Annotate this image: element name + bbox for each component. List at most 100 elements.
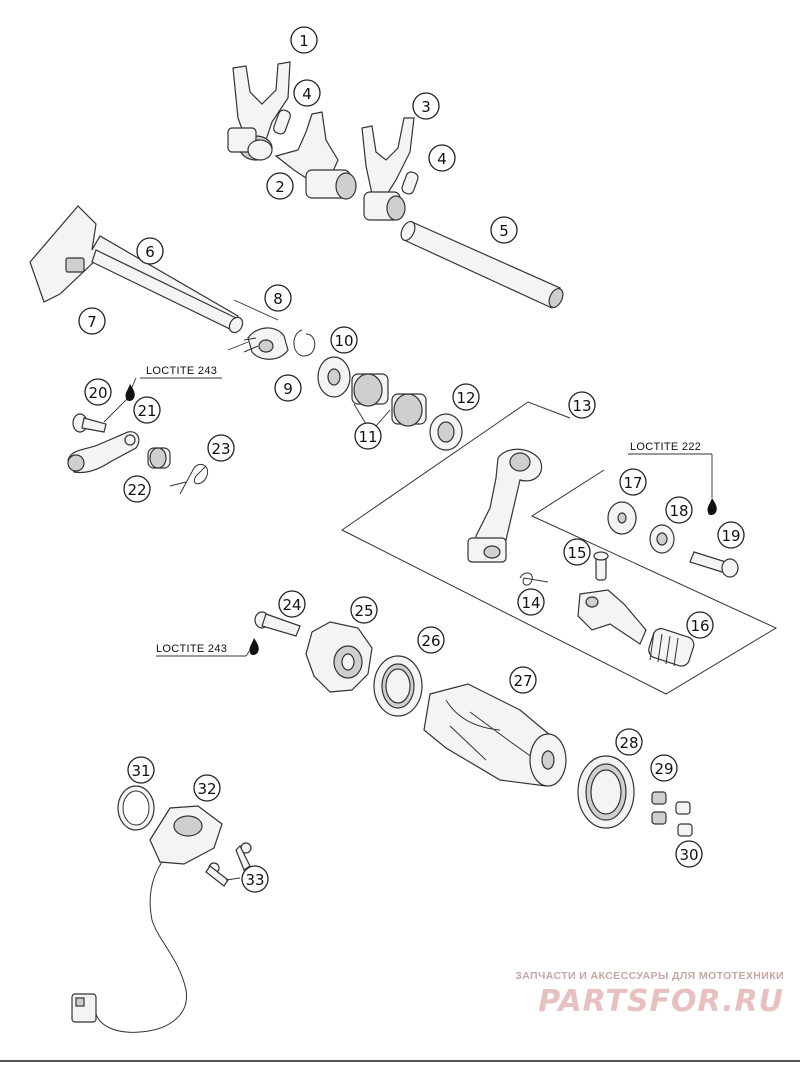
- callout-label: 3: [421, 98, 431, 116]
- callout-label: 21: [137, 402, 156, 420]
- screw-33: [205, 842, 252, 887]
- callout-label: 4: [437, 150, 447, 168]
- return-spring-8: [243, 327, 289, 360]
- shift-drum-locator-25: [305, 621, 373, 693]
- shift-lever-13: [467, 448, 543, 563]
- callout-label: 22: [127, 481, 146, 499]
- callout-4a: 4: [293, 79, 321, 107]
- callout-circle: [127, 756, 155, 784]
- callout-10: 10: [330, 326, 358, 354]
- needle-bearing-11: [351, 373, 427, 427]
- callout-label: 15: [567, 544, 586, 562]
- callout-circle: [490, 216, 518, 244]
- callout-label: 24: [282, 596, 301, 614]
- callout-circle: [517, 588, 545, 616]
- pin-15: [593, 551, 609, 581]
- callout-label: 23: [211, 440, 230, 458]
- callout-circle: [452, 383, 480, 411]
- callout-33: 33: [241, 865, 269, 893]
- callout-7: 7: [78, 307, 106, 335]
- callout-24: 24: [278, 590, 306, 618]
- callout-label: 4: [302, 85, 312, 103]
- callout-circle: [293, 79, 321, 107]
- guide-pin-4b: [401, 171, 419, 195]
- shift-drum-27: [423, 683, 567, 787]
- callout-label: 8: [273, 290, 283, 308]
- callout-label: 6: [145, 243, 155, 261]
- callout-circle: [78, 307, 106, 335]
- callout-27: 27: [509, 666, 537, 694]
- watermark-tagline: ЗАПЧАСТИ И АКСЕССУАРЫ ДЛЯ МОТОТЕХНИКИ: [515, 970, 784, 982]
- callout-label: 14: [521, 594, 540, 612]
- shift-rail-5: [400, 220, 564, 309]
- loctite-note-top: LOCTITE 243: [146, 365, 217, 377]
- callout-2: 2: [266, 172, 294, 200]
- loctite-drop-bottom: [249, 638, 259, 655]
- watermark-logo: PARTSFOR.RU: [538, 984, 784, 1019]
- shift-shaft-6: [29, 205, 244, 334]
- collar-screw-19: [689, 551, 739, 578]
- callout-21: 21: [133, 396, 161, 424]
- callout-4b: 4: [428, 144, 456, 172]
- callout-circle: [193, 774, 221, 802]
- callout-label: 28: [619, 734, 638, 752]
- callout-30: 30: [675, 840, 703, 868]
- callout-circle: [207, 434, 235, 462]
- loctite-drop-top: [125, 384, 135, 401]
- callout-circle: [717, 521, 745, 549]
- callout-31: 31: [127, 756, 155, 784]
- callout-19: 19: [717, 521, 745, 549]
- callout-8: 8: [264, 284, 292, 312]
- callout-26: 26: [417, 626, 445, 654]
- callout-circle: [241, 865, 269, 893]
- callout-circle: [264, 284, 292, 312]
- shift-pawl-16: [577, 589, 695, 667]
- callout-label: 26: [421, 632, 440, 650]
- callout-22: 22: [123, 475, 151, 503]
- callout-circle: [615, 728, 643, 756]
- o-ring-31: [117, 785, 155, 831]
- callout-label: 29: [654, 760, 673, 778]
- callout-label: 19: [721, 527, 740, 545]
- callout-label: 5: [499, 222, 509, 240]
- spring-29: [651, 791, 667, 825]
- shaft-bushing-7: [65, 257, 85, 273]
- shaft-seal-12: [429, 413, 463, 451]
- washer-17: [607, 501, 637, 535]
- callout-label: 1: [299, 32, 309, 50]
- callout-label: 16: [690, 617, 709, 635]
- washer-10: [317, 356, 351, 398]
- screw-20: [72, 413, 107, 433]
- callout-12: 12: [452, 383, 480, 411]
- spring-clip-9: [293, 329, 316, 357]
- watermark: ЗАПЧАСТИ И АКСЕССУАРЫ ДЛЯ МОТОТЕХНИКИ PA…: [484, 970, 784, 1019]
- callout-label: 18: [669, 502, 688, 520]
- lock-washer-18: [649, 524, 675, 554]
- loctite-drop-right: [707, 498, 717, 515]
- callout-25: 25: [350, 596, 378, 624]
- callout-circle: [290, 26, 318, 54]
- callout-9: 9: [274, 374, 302, 402]
- bushing-22: [147, 447, 171, 469]
- shift-fork-1: [227, 61, 291, 161]
- locking-lever-21: [67, 431, 140, 474]
- loctite-note-right: LOCTITE 222: [630, 441, 701, 453]
- callout-1: 1: [290, 26, 318, 54]
- bearing-26: [373, 655, 423, 717]
- callout-label: 2: [275, 178, 285, 196]
- callout-14: 14: [517, 588, 545, 616]
- shift-fork-3: [361, 117, 415, 221]
- spring-14: [519, 572, 549, 586]
- callout-6: 6: [136, 237, 164, 265]
- callout-18: 18: [665, 496, 693, 524]
- callout-32: 32: [193, 774, 221, 802]
- screw-24: [254, 611, 301, 637]
- callout-label: 32: [197, 780, 216, 798]
- callout-28: 28: [615, 728, 643, 756]
- callout-label: 25: [354, 602, 373, 620]
- callout-label: 20: [88, 384, 107, 402]
- callout-label: 11: [358, 428, 377, 446]
- callout-label: 33: [245, 871, 264, 889]
